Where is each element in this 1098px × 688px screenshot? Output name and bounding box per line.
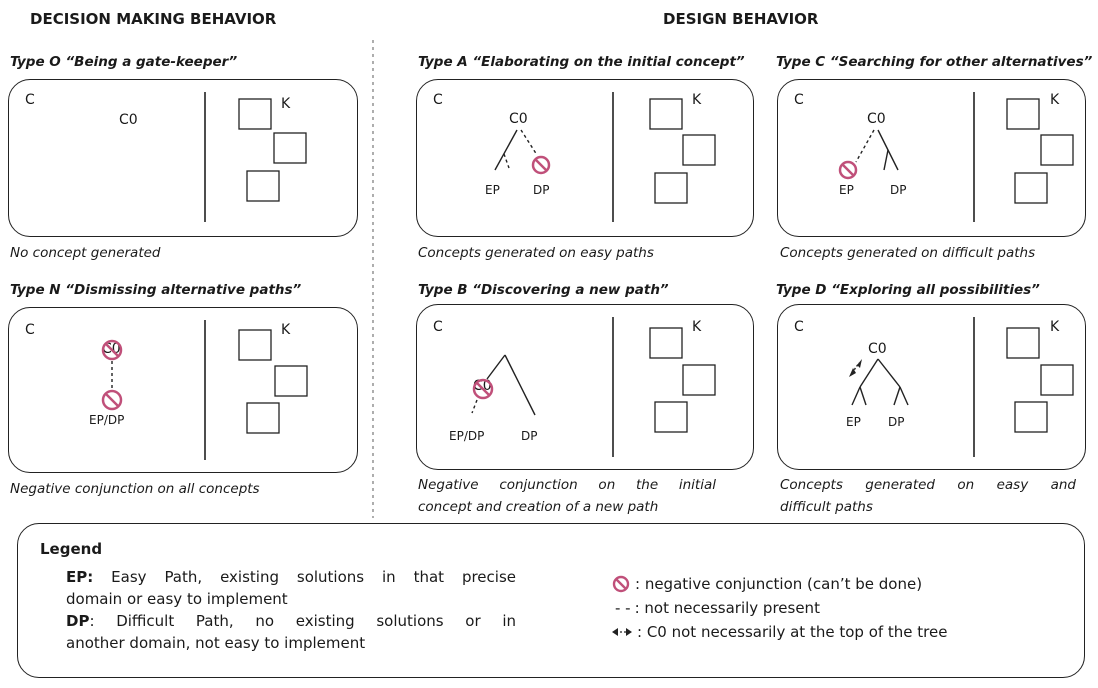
type-a-panel: C K C0 EP DP bbox=[416, 79, 754, 237]
ep-leaf: EP bbox=[846, 415, 861, 429]
k-space-label: K bbox=[1050, 92, 1060, 108]
legend-symbols: : negative conjunction (can’t be done) -… bbox=[611, 572, 947, 644]
ep-label: EP: bbox=[66, 568, 94, 586]
type-d-caption-line-1: Concepts generated on easy and bbox=[780, 477, 1076, 493]
dp-leaf: DP bbox=[890, 183, 907, 197]
type-n-title: Type N “Dismissing alternative paths” bbox=[10, 282, 302, 298]
type-d-caption: Concepts generated on easy and bbox=[780, 474, 1076, 496]
type-b-panel: C K C0 EP/DP DP bbox=[416, 304, 754, 470]
legend-title: Legend bbox=[40, 540, 103, 558]
type-b-caption: Negative conjunction on the initial bbox=[418, 474, 716, 496]
legend-box: Legend EP: Easy Path, existing solutions… bbox=[17, 523, 1085, 678]
type-a-caption: Concepts generated on easy paths bbox=[418, 245, 654, 261]
type-d-diagram bbox=[849, 317, 1074, 457]
c-space-label: C bbox=[433, 319, 443, 335]
ep-leaf: EP bbox=[839, 183, 854, 197]
k-space-label: K bbox=[281, 96, 291, 112]
c0-node: C0 bbox=[868, 341, 887, 357]
dashes-symbol: - - bbox=[615, 599, 631, 617]
c0-node: C0 bbox=[119, 112, 138, 128]
legend-dp-line-1: DP: Difficult Path, no existing solution… bbox=[66, 610, 516, 632]
type-b-title: Type B “Discovering a new path” bbox=[418, 282, 669, 298]
type-b-diagram bbox=[471, 317, 716, 457]
type-c-caption: Concepts generated on difficult paths bbox=[780, 245, 1036, 261]
type-d-title: Type D “Exploring all possibilities” bbox=[776, 282, 1040, 298]
c0-not-top-text: : C0 not necessarily at the top of the t… bbox=[637, 623, 948, 641]
type-o-title: Type O “Being a gate-keeper” bbox=[10, 54, 238, 70]
type-d-panel: C K C0 EP DP bbox=[777, 304, 1086, 470]
ep-leaf: EP bbox=[485, 183, 500, 197]
type-d-caption-line-2: difficult paths bbox=[780, 499, 873, 515]
type-b-caption-line-2: concept and creation of a new path bbox=[418, 499, 659, 515]
type-n-panel: C K C0 EP/DP bbox=[8, 307, 358, 473]
type-b-caption-line-1: Negative conjunction on the initial bbox=[418, 477, 716, 493]
double-arrow-icon bbox=[612, 628, 632, 636]
type-c-title: Type C “Searching for other alternatives… bbox=[776, 54, 1093, 70]
legend-ep-line-2: domain or easy to implement bbox=[66, 590, 288, 608]
c-space-label: C bbox=[25, 92, 35, 108]
type-a-diagram bbox=[494, 92, 716, 222]
decision-making-header: DECISION MAKING BEHAVIOR bbox=[30, 10, 277, 28]
ep-dp-leaf: EP/DP bbox=[89, 413, 125, 427]
negative-conjunction-text: : negative conjunction (can’t be done) bbox=[635, 575, 923, 593]
section-divider bbox=[372, 40, 374, 518]
type-o-diagram bbox=[204, 92, 307, 222]
k-space-label: K bbox=[281, 322, 291, 338]
legend-negative-row: : negative conjunction (can’t be done) bbox=[611, 572, 947, 596]
c-space-label: C bbox=[25, 322, 35, 338]
dp-label: DP bbox=[66, 612, 90, 630]
legend-dashes-row: - - : not necessarily present bbox=[611, 596, 947, 620]
legend-arrow-row: : C0 not necessarily at the top of the t… bbox=[611, 620, 947, 644]
dp-leaf: DP bbox=[888, 415, 905, 429]
legend-paths: EP: Easy Path, existing solutions in tha… bbox=[66, 566, 516, 654]
c0-node: C0 bbox=[509, 111, 528, 127]
dp-leaf: DP bbox=[533, 183, 550, 197]
legend-ep-line-1: EP: Easy Path, existing solutions in tha… bbox=[66, 566, 516, 588]
k-space-label: K bbox=[692, 319, 702, 335]
legend-dp-line-2: another domain, not easy to implement bbox=[66, 634, 366, 652]
k-space-label: K bbox=[692, 92, 702, 108]
type-o-caption: No concept generated bbox=[10, 245, 161, 261]
c-space-label: C bbox=[433, 92, 443, 108]
not-present-text: : not necessarily present bbox=[634, 599, 820, 617]
ep-dp-leaf: EP/DP bbox=[449, 429, 485, 443]
type-c-panel: C K C0 EP DP bbox=[777, 79, 1086, 237]
c0-node: C0 bbox=[867, 111, 886, 127]
type-n-caption: Negative conjunction on all concepts bbox=[10, 481, 260, 497]
c-space-label: C bbox=[794, 92, 804, 108]
k-space-label: K bbox=[1050, 319, 1060, 335]
type-o-panel: C C0 K bbox=[8, 79, 358, 237]
design-behavior-header: DESIGN BEHAVIOR bbox=[663, 10, 819, 28]
negative-conjunction-icon bbox=[612, 575, 630, 593]
ep-text: Easy Path, existing solutions in that pr… bbox=[111, 568, 516, 586]
type-c-diagram bbox=[838, 92, 1074, 222]
dp-text: : Difficult Path, no existing solutions … bbox=[89, 612, 516, 630]
type-a-title: Type A “Elaborating on the initial conce… bbox=[418, 54, 745, 70]
type-n-diagram bbox=[101, 320, 308, 460]
c-space-label: C bbox=[794, 319, 804, 335]
dp-leaf: DP bbox=[521, 429, 538, 443]
